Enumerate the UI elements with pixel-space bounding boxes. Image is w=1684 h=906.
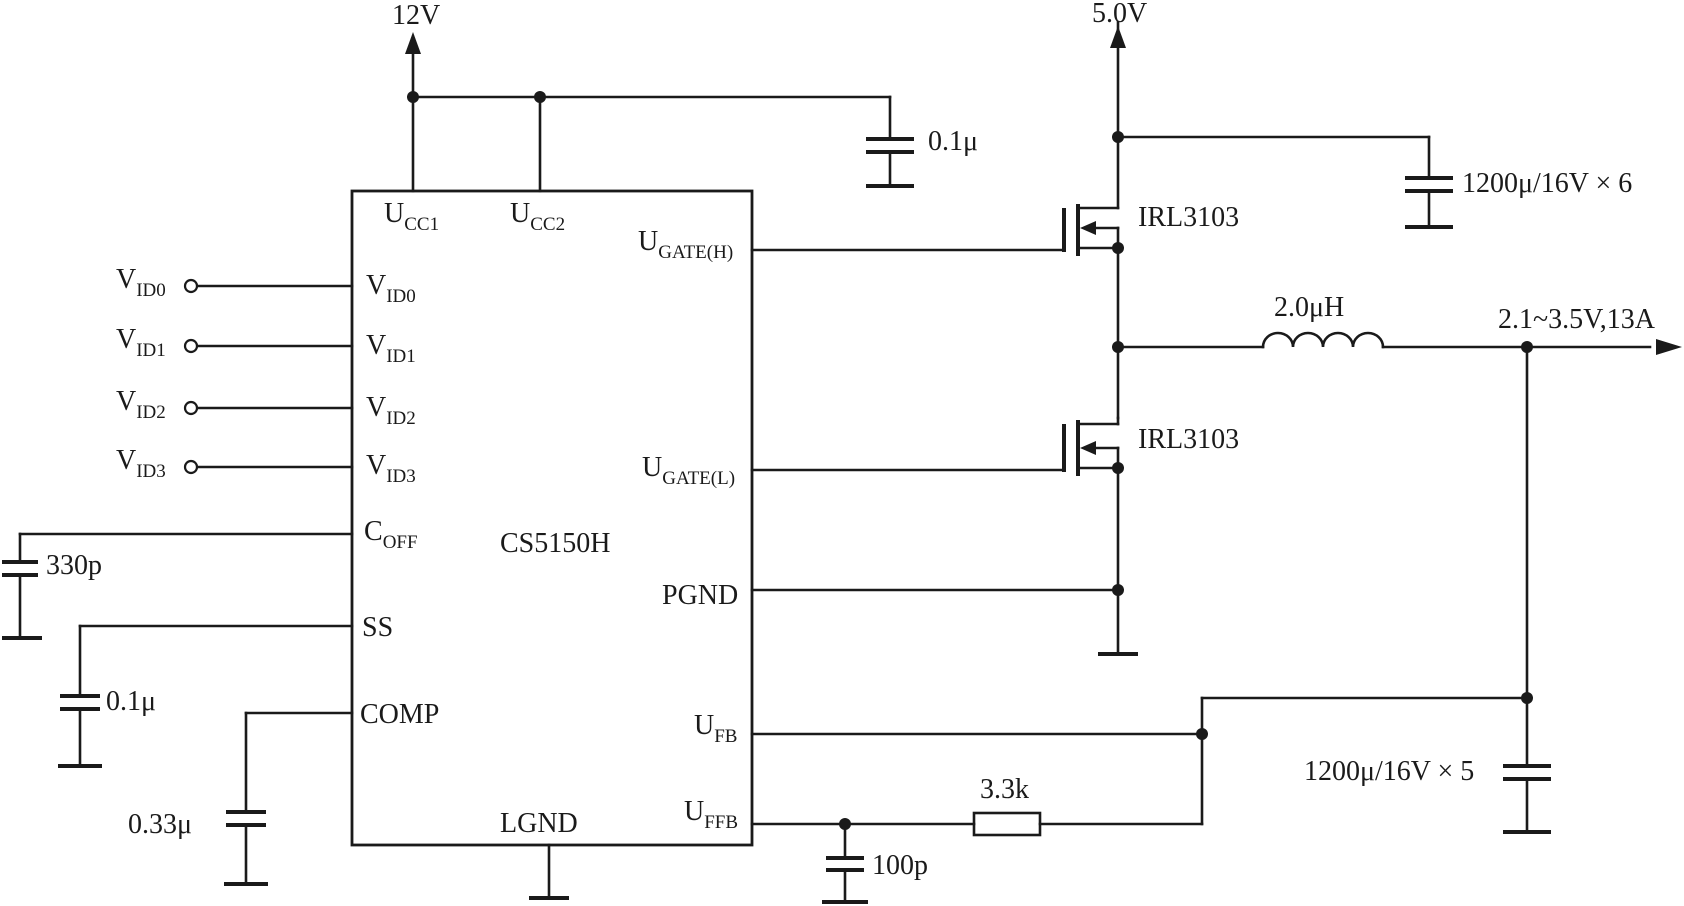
input-vid0-label: VID0 <box>116 264 166 301</box>
pin-coff: COFF <box>364 516 418 553</box>
pin-uffb: UFFB <box>684 796 738 833</box>
input-vid1-label: VID1 <box>116 324 166 361</box>
label-c-in-bank: 1200μ/16V × 6 <box>1462 168 1632 199</box>
pgnd-net <box>750 466 1138 656</box>
label-c-comp: 0.33μ <box>128 809 192 840</box>
label-c-ffb: 100p <box>872 850 928 881</box>
pin-vid3: VID3 <box>366 450 416 487</box>
lgnd-net <box>529 843 569 900</box>
label-c-out-bank: 1200μ/16V × 5 <box>1304 756 1474 787</box>
pin-ufb: UFB <box>694 710 737 747</box>
vid0-input <box>183 278 354 294</box>
capacitor-coff <box>2 532 354 640</box>
label-c-vcc: 0.1μ <box>928 126 978 157</box>
input-vid2-label: VID2 <box>116 386 166 423</box>
label-c-ss: 0.1μ <box>106 686 156 717</box>
rail-12v <box>405 32 892 193</box>
rail-5v <box>1110 20 1431 210</box>
switch-node <box>1112 246 1265 420</box>
pin-ucc2: UCC2 <box>510 198 565 235</box>
label-5v: 5.0V <box>1092 0 1147 29</box>
ic-name: CS5150H <box>500 528 610 559</box>
label-q-low: IRL3103 <box>1138 424 1239 455</box>
label-inductor: 2.0μH <box>1274 292 1344 323</box>
inductor <box>1261 331 1682 355</box>
pin-pgnd: PGND <box>662 580 738 611</box>
label-r-ffb: 3.3k <box>980 774 1029 805</box>
pin-ss: SS <box>362 612 393 643</box>
output-bank-net <box>1200 345 1551 834</box>
pin-lgnd: LGND <box>500 808 578 839</box>
pin-vid2: VID2 <box>366 392 416 429</box>
label-c-off: 330p <box>46 550 102 581</box>
capacitor-input-bank <box>1405 176 1453 229</box>
feedback-net <box>750 696 1208 830</box>
pin-ugate-h: UGATE(H) <box>638 226 733 263</box>
capacitor-ffb <box>822 822 868 904</box>
mosfet-high-side <box>750 204 1124 256</box>
pin-vid1: VID1 <box>366 330 416 367</box>
label-12v: 12V <box>392 0 440 31</box>
input-vid3-label: VID3 <box>116 445 166 482</box>
vid2-input <box>183 400 354 416</box>
resistor-ffb <box>972 811 1042 837</box>
pin-ucc1: UCC1 <box>384 198 439 235</box>
vid3-input <box>183 459 354 475</box>
vid1-input <box>183 338 354 354</box>
capacitor-ss <box>58 624 354 768</box>
ic-body <box>350 189 754 847</box>
capacitor-vcc <box>866 137 914 188</box>
pin-ugate-l: UGATE(L) <box>642 452 735 489</box>
label-output: 2.1~3.5V,13A <box>1498 304 1656 335</box>
mosfet-low-side <box>750 416 1124 476</box>
label-q-high: IRL3103 <box>1138 202 1239 233</box>
pin-comp: COMP <box>360 699 439 730</box>
capacitor-comp <box>224 711 354 886</box>
pin-vid0: VID0 <box>366 270 416 307</box>
